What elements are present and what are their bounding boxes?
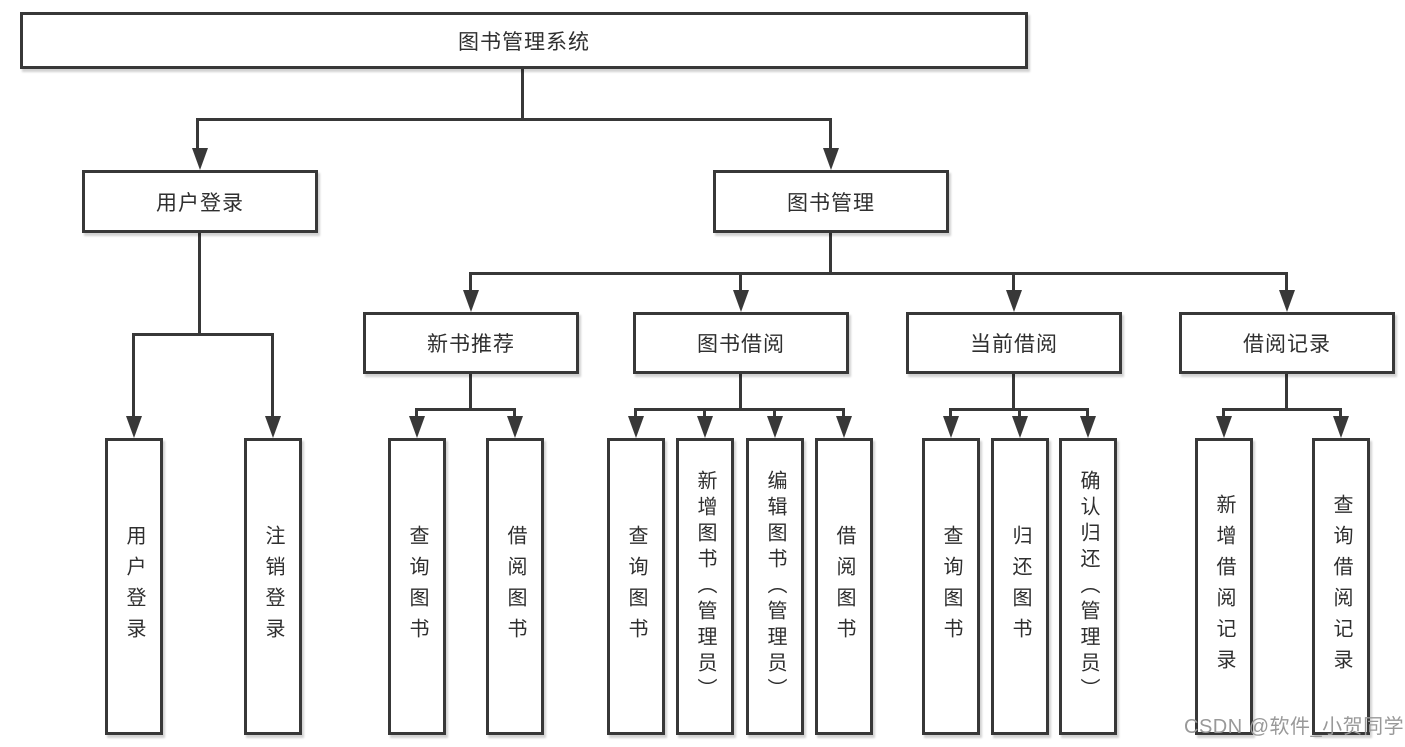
connector-line <box>739 272 742 292</box>
arrow-down-icon <box>823 148 839 170</box>
connector-line <box>1285 272 1288 292</box>
connector-line <box>739 374 742 411</box>
node-leaf-query-borrow-record-label: 查询借阅记录 <box>1330 493 1352 680</box>
arrow-down-icon <box>126 416 142 438</box>
node-leaf-borrow-query-books-label: 查询图书 <box>625 524 647 649</box>
arrow-down-icon <box>943 416 959 438</box>
connector-line <box>1012 374 1015 411</box>
node-leaf-confirm-return-admin-label: 确认归还（管理员） <box>1077 469 1099 704</box>
node-borrow-record-label: 借阅记录 <box>1243 333 1331 356</box>
arrow-down-icon <box>1216 416 1232 438</box>
connector-line <box>1339 408 1342 418</box>
node-root: 图书管理系统 <box>20 12 1028 69</box>
node-leaf-return-books-label: 归还图书 <box>1009 524 1031 649</box>
connector-line <box>469 272 472 292</box>
node-leaf-rec-borrow-books: 借阅图书 <box>486 438 544 735</box>
connector-line <box>513 408 516 418</box>
connector-line <box>949 408 952 418</box>
connector-line <box>196 118 199 150</box>
node-leaf-current-query-books-label: 查询图书 <box>940 524 962 649</box>
node-leaf-rec-query-books: 查询图书 <box>388 438 446 735</box>
arrow-down-icon <box>767 416 783 438</box>
connector-line <box>1012 272 1015 292</box>
node-leaf-return-books: 归还图书 <box>991 438 1049 735</box>
node-leaf-edit-books-admin: 编辑图书（管理员） <box>746 438 804 735</box>
connector-line <box>271 333 274 418</box>
arrow-down-icon <box>463 290 479 312</box>
node-new-book-recommend: 新书推荐 <box>363 312 579 374</box>
arrow-down-icon <box>1279 290 1295 312</box>
arrow-down-icon <box>697 416 713 438</box>
node-leaf-add-borrow-record-label: 新增借阅记录 <box>1213 493 1235 680</box>
connector-line <box>1086 408 1089 418</box>
node-book-borrow-label: 图书借阅 <box>697 333 785 356</box>
node-leaf-rec-borrow-books-label: 借阅图书 <box>504 524 526 649</box>
connector-line <box>196 118 832 121</box>
connector-line <box>1018 408 1021 418</box>
connector-line <box>521 69 524 120</box>
node-leaf-user-login: 用户登录 <box>105 438 163 735</box>
connector-line <box>829 118 832 150</box>
connector-line <box>829 233 832 274</box>
arrow-down-icon <box>265 416 281 438</box>
arrow-down-icon <box>733 290 749 312</box>
connector-line <box>469 374 472 411</box>
connector-line <box>634 408 845 411</box>
arrow-down-icon <box>1006 290 1022 312</box>
connector-line <box>1285 374 1288 411</box>
node-leaf-add-borrow-record: 新增借阅记录 <box>1195 438 1253 735</box>
node-leaf-add-books-admin: 新增图书（管理员） <box>676 438 734 735</box>
connector-line <box>198 233 201 336</box>
connector-line <box>415 408 418 418</box>
arrow-down-icon <box>1012 416 1028 438</box>
node-borrow-record: 借阅记录 <box>1179 312 1395 374</box>
connector-line <box>703 408 706 418</box>
node-leaf-rec-query-books-label: 查询图书 <box>406 524 428 649</box>
arrow-down-icon <box>409 416 425 438</box>
connector-line <box>773 408 776 418</box>
csdn-watermark: CSDN @软件_小贺同学 <box>1184 716 1405 738</box>
node-leaf-borrow-books: 借阅图书 <box>815 438 873 735</box>
connector-line <box>132 333 135 418</box>
node-leaf-user-login-label: 用户登录 <box>123 524 145 649</box>
node-root-label: 图书管理系统 <box>458 30 590 54</box>
node-book-management-label: 图书管理 <box>787 191 875 215</box>
arrow-down-icon <box>507 416 523 438</box>
arrow-down-icon <box>1333 416 1349 438</box>
connector-line <box>842 408 845 418</box>
node-leaf-borrow-query-books: 查询图书 <box>607 438 665 735</box>
connector-line <box>634 408 637 418</box>
connector-line <box>415 408 516 411</box>
connector-line <box>132 333 274 336</box>
node-leaf-query-borrow-record: 查询借阅记录 <box>1312 438 1370 735</box>
connector-line <box>1222 408 1225 418</box>
arrow-down-icon <box>628 416 644 438</box>
node-book-borrow: 图书借阅 <box>633 312 849 374</box>
node-leaf-current-query-books: 查询图书 <box>922 438 980 735</box>
node-user-login-label: 用户登录 <box>156 191 244 215</box>
arrow-down-icon <box>192 148 208 170</box>
connector-line <box>1222 408 1342 411</box>
node-new-book-recommend-label: 新书推荐 <box>427 333 515 356</box>
node-leaf-logout: 注销登录 <box>244 438 302 735</box>
node-leaf-confirm-return-admin: 确认归还（管理员） <box>1059 438 1117 735</box>
node-user-login: 用户登录 <box>82 170 318 233</box>
arrow-down-icon <box>1080 416 1096 438</box>
node-leaf-logout-label: 注销登录 <box>262 524 284 649</box>
node-leaf-edit-books-admin-label: 编辑图书（管理员） <box>764 469 786 704</box>
node-current-borrow: 当前借阅 <box>906 312 1122 374</box>
node-leaf-add-books-admin-label: 新增图书（管理员） <box>694 469 716 704</box>
node-book-management: 图书管理 <box>713 170 949 233</box>
connector-line <box>469 272 1288 275</box>
arrow-down-icon <box>836 416 852 438</box>
node-current-borrow-label: 当前借阅 <box>970 333 1058 356</box>
node-leaf-borrow-books-label: 借阅图书 <box>833 524 855 649</box>
